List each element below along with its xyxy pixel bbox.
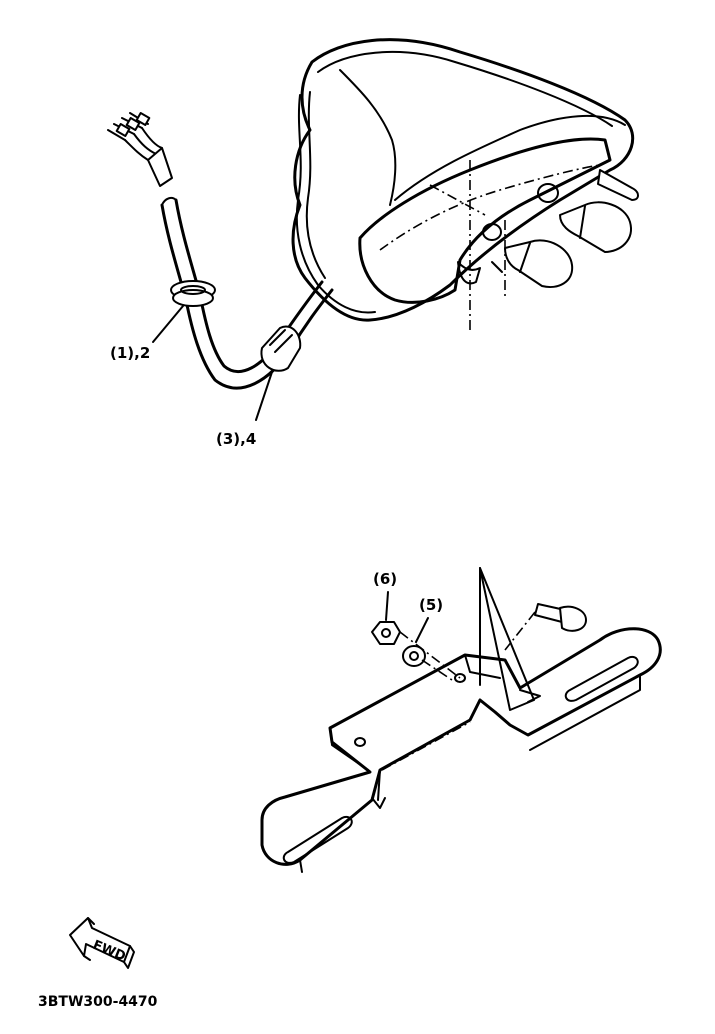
bolt-part	[534, 603, 587, 632]
callout-nut: (6)	[373, 570, 397, 588]
callout-grommet: (1),2	[110, 344, 150, 362]
wire-harness	[107, 112, 334, 390]
callout-washer: (5)	[419, 596, 443, 614]
callouts: (1),2 (3),4 (6) (5)	[110, 305, 443, 643]
tail-light-assembly	[291, 38, 639, 330]
washer-part	[402, 645, 426, 667]
nut-part	[371, 621, 401, 645]
bulb-lower	[504, 239, 574, 288]
grommet-part	[170, 280, 216, 307]
bulb-upper	[559, 201, 632, 253]
diagram-code: 3BTW300-4470	[38, 994, 158, 1010]
callout-clamp: (3),4	[216, 430, 256, 448]
clamp-part	[260, 325, 302, 372]
fwd-arrow-icon: FWD	[69, 917, 135, 969]
license-bracket	[260, 567, 662, 873]
